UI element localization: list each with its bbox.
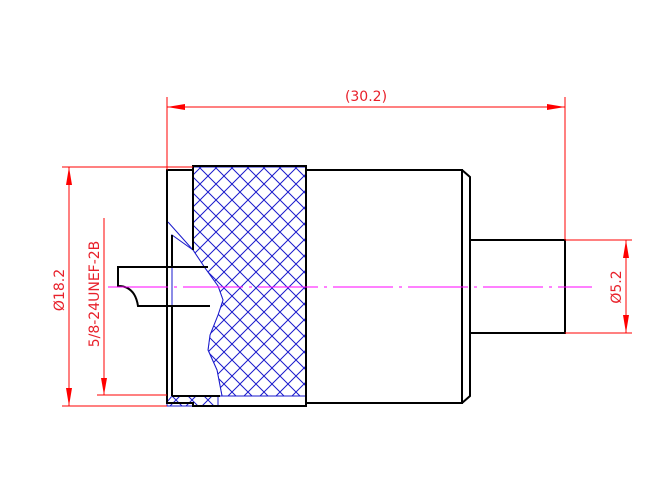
outer-diameter-dimension: Ø18.2: [52, 166, 193, 407]
thread-dimension: 5/8-24UNEF-2B: [87, 218, 167, 396]
outer-diameter-label: Ø18.2: [52, 269, 68, 311]
length-dimension: (30.2): [166, 89, 566, 240]
thread-label: 5/8-24UNEF-2B: [87, 241, 103, 348]
length-label: (30.2): [345, 89, 387, 105]
rear-diameter-dimension: Ø5.2: [565, 239, 632, 334]
rear-diameter-label: Ø5.2: [609, 270, 625, 303]
